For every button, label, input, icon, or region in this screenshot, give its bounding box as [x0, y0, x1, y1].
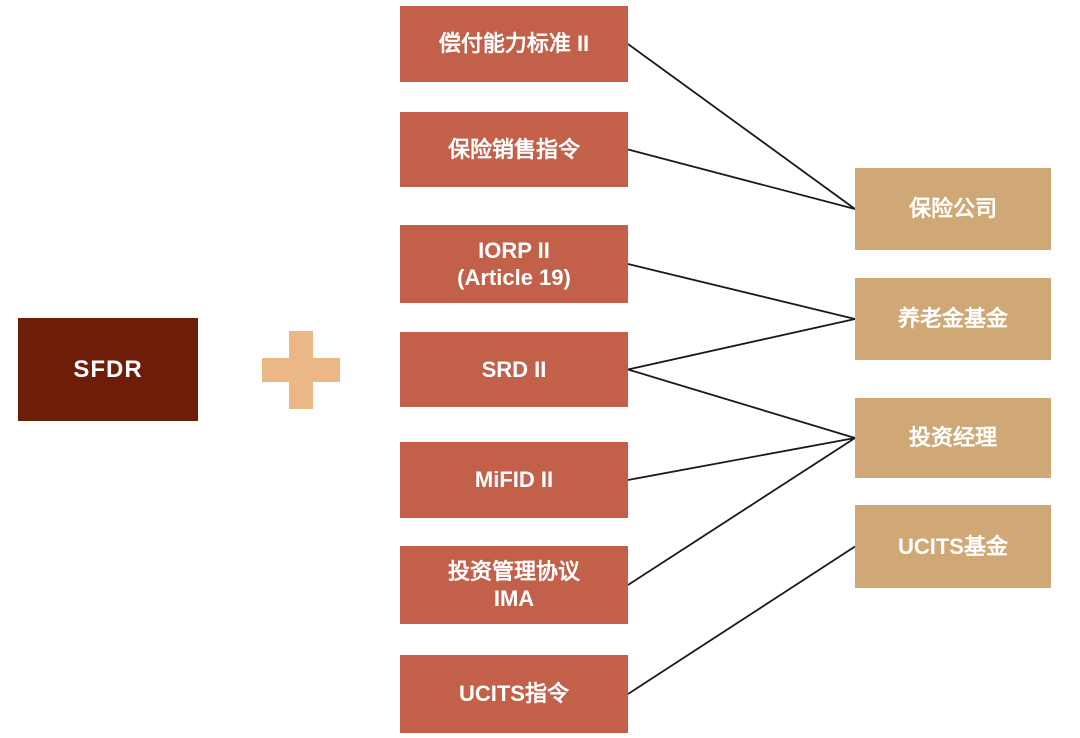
- node-solvency-ii: 偿付能力标准 II: [400, 6, 628, 82]
- node-pension-funds: 养老金基金: [855, 278, 1051, 360]
- node-ucits-directive: UCITS指令: [400, 655, 628, 733]
- node-insurance-distribution-directive: 保险销售指令: [400, 112, 628, 187]
- node-ucits-funds: UCITS基金: [855, 505, 1051, 588]
- node-label: UCITS基金: [897, 533, 1008, 559]
- node-label: MiFID II: [474, 467, 554, 493]
- node-label: 偿付能力标准 II: [438, 31, 590, 57]
- node-mifid-ii: MiFID II: [400, 442, 628, 518]
- node-label: 保险销售指令: [447, 136, 580, 162]
- node-label: 养老金基金: [897, 306, 1008, 332]
- node-label: IORP II: [478, 237, 550, 263]
- node-investment-management-agreement: 投资管理协议 IMA: [400, 546, 628, 624]
- node-sfdr-label: SFDR: [73, 355, 143, 383]
- node-label: UCITS指令: [458, 681, 569, 707]
- node-label-line2: IMA: [493, 586, 535, 611]
- node-investment-managers: 投资经理: [855, 398, 1051, 478]
- node-label: SRD II: [481, 356, 547, 382]
- node-label: 投资管理协议: [447, 558, 580, 584]
- node-label: 投资经理: [908, 425, 997, 451]
- node-sfdr: SFDR: [18, 318, 198, 421]
- node-insurance-companies: 保险公司: [855, 168, 1051, 250]
- node-srd-ii: SRD II: [400, 332, 628, 407]
- node-label: 保险公司: [908, 196, 997, 222]
- node-iorp-ii: IORP II (Article 19): [400, 225, 628, 303]
- plus-icon: [262, 331, 340, 409]
- node-label-line2: (Article 19): [457, 265, 571, 290]
